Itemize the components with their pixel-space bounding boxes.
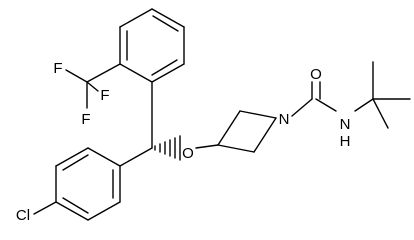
bonds [33, 8, 411, 221]
atom-label-fluorine: F [81, 111, 90, 128]
bond [291, 98, 313, 117]
bond [87, 147, 121, 167]
bond [151, 63, 185, 83]
bond [62, 154, 89, 171]
bond [195, 144, 219, 149]
atom-label-ring-nitrogen: N [279, 111, 290, 128]
atom-label-amide-nitrogen: N [340, 116, 351, 133]
bond [253, 117, 277, 153]
bond [119, 8, 153, 28]
atom-label-chlorine: Cl [16, 207, 30, 224]
bond [151, 59, 178, 76]
bond [152, 15, 179, 32]
bond [65, 69, 88, 83]
bond [86, 81, 99, 92]
bond [315, 98, 337, 112]
bond [354, 98, 374, 112]
bond [55, 147, 89, 167]
bond [372, 98, 389, 129]
atom-labels: O N H N O Cl F F F [16, 60, 351, 224]
bond [87, 201, 121, 221]
bond [86, 63, 121, 83]
atom-label-fluorine: F [100, 87, 109, 104]
bond [151, 8, 185, 28]
atom-label-ether-oxygen: O [182, 145, 194, 162]
bond [217, 144, 255, 153]
bond [119, 63, 153, 83]
bond [239, 110, 277, 119]
atom-label-carbonyl-oxygen: O [310, 66, 322, 83]
atom-label-fluorine: F [53, 60, 62, 77]
hashed-wedge-bond [154, 135, 181, 161]
bond [33, 201, 57, 215]
bond [55, 201, 89, 221]
atom-label-amide-hydrogen: H [340, 133, 351, 150]
bond [62, 197, 89, 214]
bond [217, 110, 241, 146]
bond [119, 147, 153, 167]
